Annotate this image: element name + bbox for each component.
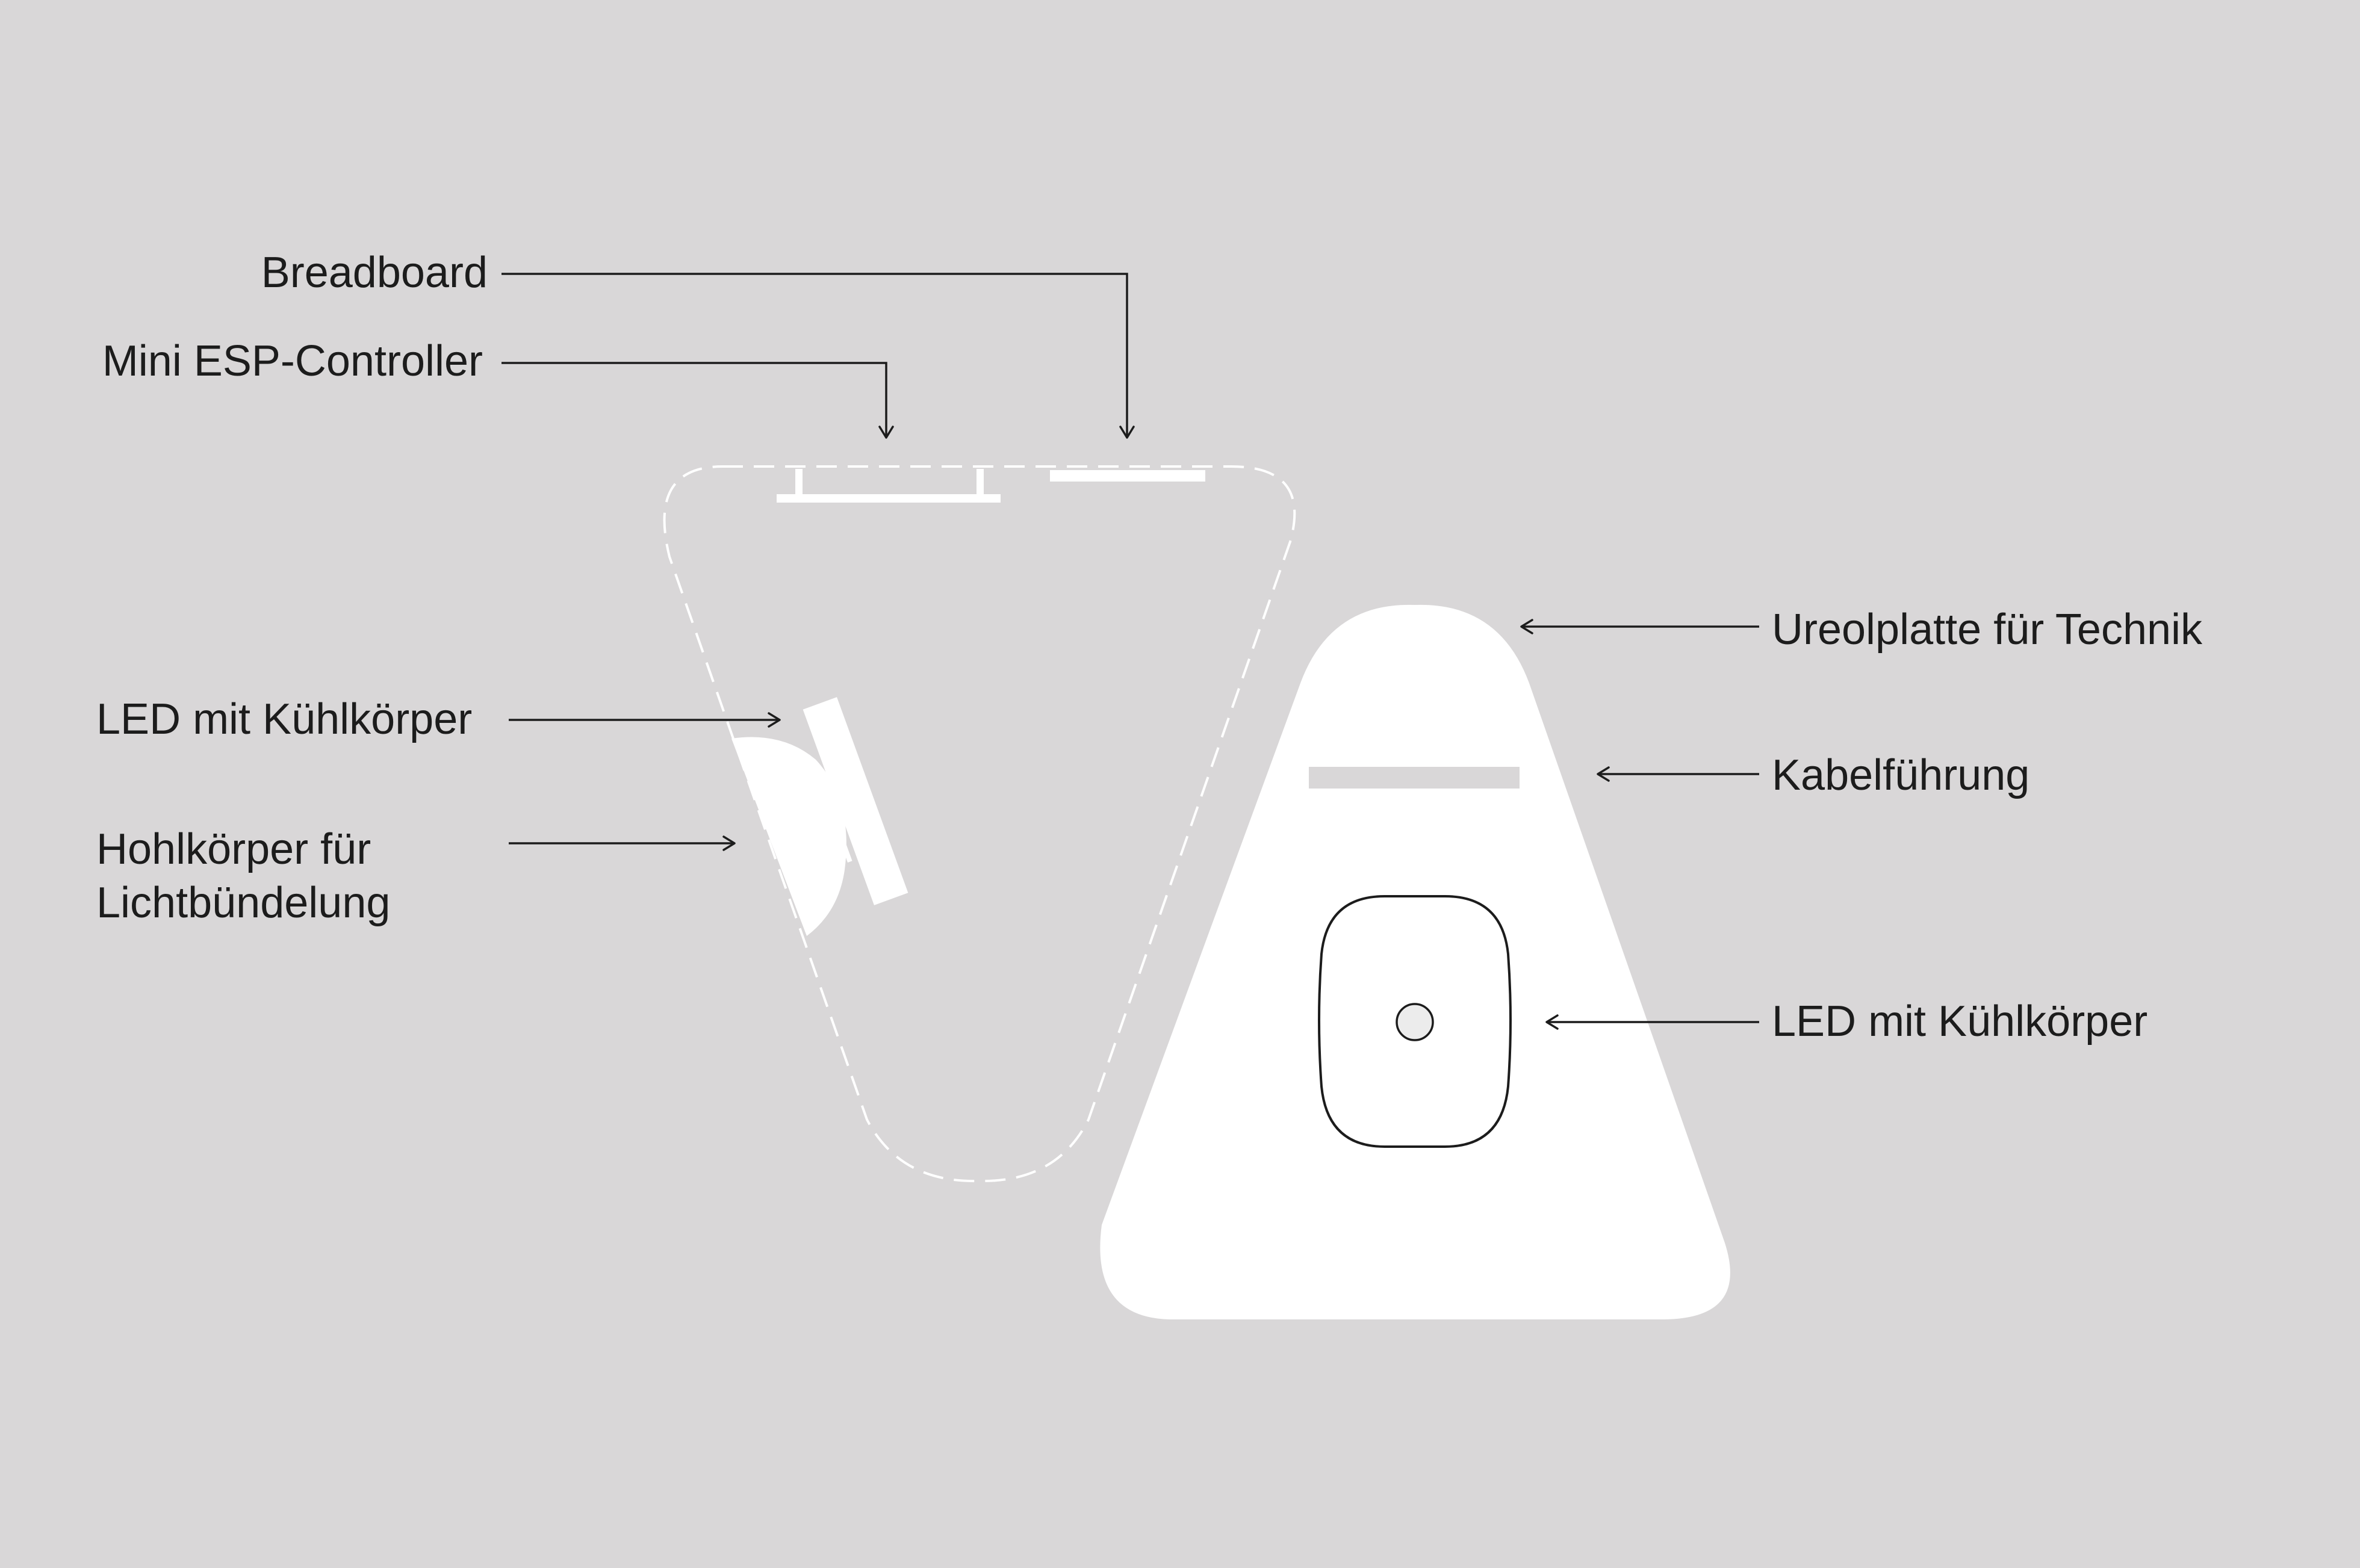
kabelfuehrung-leader: [1597, 766, 1759, 782]
breadboard-shape: [1050, 470, 1205, 482]
label-ureolplatte: Ureolplatte für Technik: [1772, 606, 2203, 654]
label-mini-esp: Mini ESP-Controller: [102, 337, 483, 385]
label-breadboard: Breadboard: [261, 249, 488, 297]
breadboard-leader: [502, 273, 1135, 439]
led-left-leader: [509, 712, 781, 728]
mini-esp-leader: [502, 362, 894, 439]
mini-esp-controller-shape: [777, 469, 1001, 503]
front-view: [1100, 604, 1730, 1319]
label-hohlkoerper-line2: Lichtbündelung: [96, 879, 390, 927]
cable-guide-slot: [1309, 767, 1520, 789]
ureolplatte-leader: [1520, 619, 1759, 634]
cutaway-dashed-outline: [663, 465, 1296, 1183]
cutaway-view: [663, 465, 1296, 1183]
led-heatsink-shape: [803, 697, 908, 905]
led-right-leader: [1545, 1014, 1759, 1030]
hohlkoerper-leader: [509, 835, 736, 851]
label-led-right: LED mit Kühlkörper: [1772, 997, 2147, 1046]
led-dot: [1396, 1003, 1434, 1041]
leader-lines: [502, 273, 1759, 1030]
label-led-left: LED mit Kühlkörper: [96, 695, 472, 743]
label-kabelfuehrung: Kabelführung: [1772, 751, 2029, 799]
labels: Breadboard Mini ESP-Controller LED mit K…: [96, 249, 2203, 1046]
label-hohlkoerper-line1: Hohlkörper für: [96, 825, 371, 873]
hollow-body-shape: [731, 737, 846, 936]
